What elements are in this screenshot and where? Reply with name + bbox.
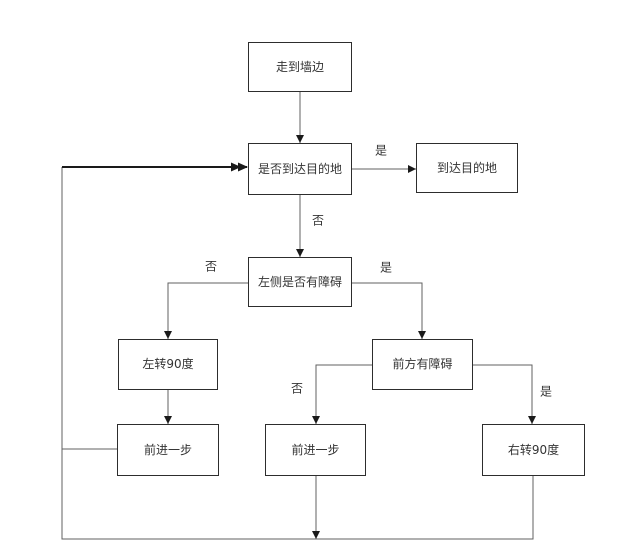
node-reached-dest-label: 到达目的地 <box>436 160 497 175</box>
node-turn-right: 右转90度 <box>482 424 585 476</box>
node-turn-left-label: 左转90度 <box>142 357 194 372</box>
node-forward-left-label: 前进一步 <box>143 442 192 457</box>
node-walk-to-wall: 走到墙边 <box>248 42 352 92</box>
edge-label-yes-front: 是 <box>537 382 555 400</box>
node-walk-to-wall-label: 走到墙边 <box>275 59 324 74</box>
node-reached-dest: 到达目的地 <box>416 143 518 193</box>
node-left-obstacle-check-label: 左侧是否有障碍 <box>257 274 342 289</box>
edge-feedback-loop <box>61 167 534 540</box>
feedback-arrowhead-1 <box>238 162 248 172</box>
edge-leftcheck-to-turnleft <box>164 282 248 339</box>
node-forward-mid-label: 前进一步 <box>291 442 340 457</box>
node-forward-mid: 前进一步 <box>265 424 366 476</box>
node-turn-right-label: 右转90度 <box>507 442 560 457</box>
edge-label-yes-right-branch: 是 <box>377 258 395 276</box>
node-reached-check: 是否到达目的地 <box>248 143 352 195</box>
edge-frontobstacle-to-forwardmid <box>312 364 372 424</box>
edge-frontobstacle-to-turnright <box>473 364 536 424</box>
edge-label-no-front: 否 <box>288 379 306 397</box>
feedback-arrowhead-2 <box>231 162 241 172</box>
node-front-obstacle-label: 前方有障碍 <box>392 357 453 372</box>
node-reached-check-label: 是否到达目的地 <box>257 161 342 176</box>
node-left-obstacle-check: 左侧是否有障碍 <box>248 257 352 307</box>
node-turn-left: 左转90度 <box>118 339 218 390</box>
edge-leftcheck-to-frontobstacle <box>352 282 426 339</box>
edge-label-yes-to-dest: 是 <box>372 141 390 159</box>
node-forward-left: 前进一步 <box>117 424 219 476</box>
edge-label-no-below-reached: 否 <box>309 211 327 229</box>
edge-label-no-left-branch: 否 <box>202 257 220 275</box>
node-front-obstacle: 前方有障碍 <box>372 339 473 390</box>
